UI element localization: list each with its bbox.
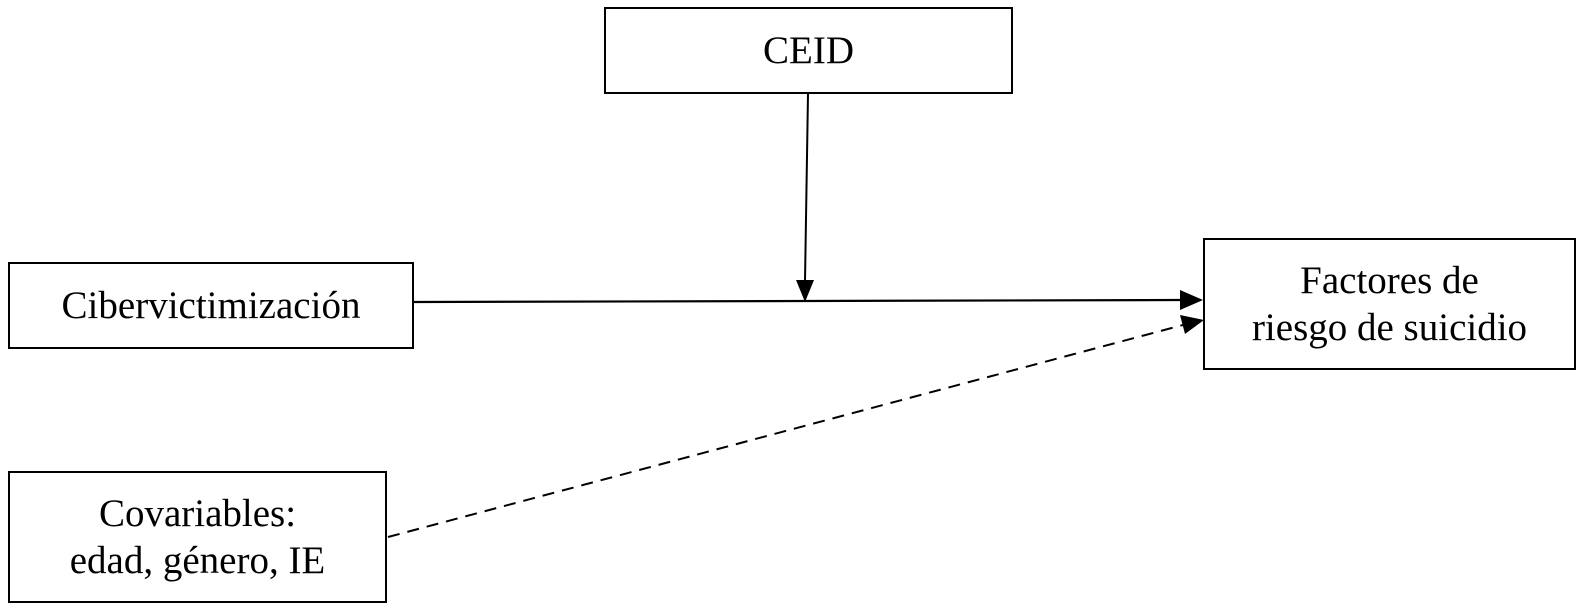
moderator-box: CEID <box>604 7 1013 94</box>
covariates-label-line2: edad, género, IE <box>69 539 326 582</box>
predictor-label: Cibervictimización <box>61 284 361 327</box>
outcome-box: Factores de riesgo de suicidio <box>1203 238 1576 370</box>
outcome-label-line1: Factores de <box>1300 259 1479 302</box>
covariates-arrow-line <box>387 324 1184 538</box>
moderator-arrowhead <box>796 280 814 302</box>
moderator-arrow-line <box>804 93 809 282</box>
moderator-label: CEID <box>763 29 854 72</box>
outcome-label-line2: riesgo de suicidio <box>1251 306 1528 349</box>
predictor-to-outcome-arrowhead <box>1180 290 1203 310</box>
predictor-to-outcome-arrow-line <box>413 298 1181 304</box>
covariates-box: Covariables: edad, género, IE <box>8 471 387 603</box>
covariates-label-line1: Covariables: <box>98 492 297 535</box>
covariates-arrowhead <box>1180 315 1204 334</box>
predictor-box: Cibervictimización <box>8 262 414 349</box>
